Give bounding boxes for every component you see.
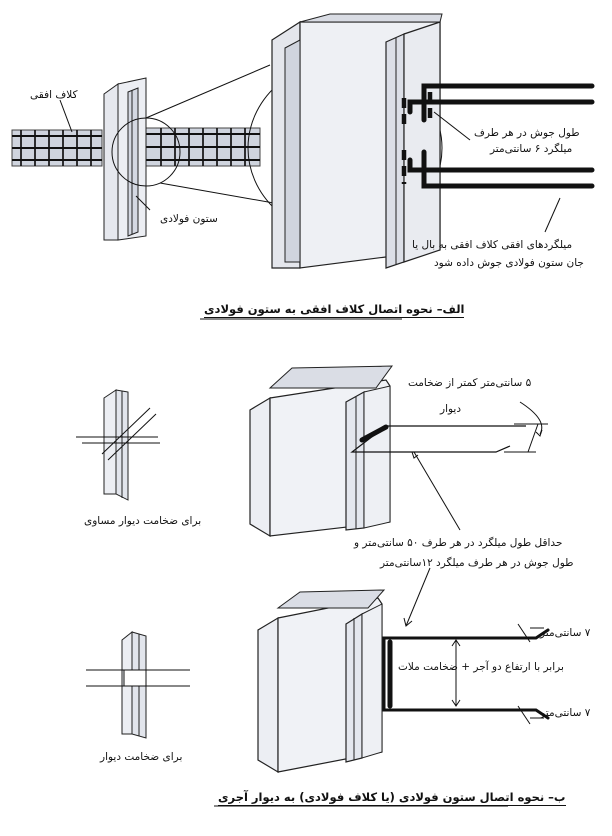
label-min-length-2: طول جوش در هر طرف میلگرد ۱۲سانتی‌متر xyxy=(380,557,574,569)
dim-arrow-b1 xyxy=(519,401,543,453)
label-bars-note-2: جان ستون فولادی جوش داده شود xyxy=(434,257,584,269)
label-horizontal-tie: کلاف افقی xyxy=(30,89,78,101)
tie-beam-left xyxy=(11,129,103,167)
label-weld-length-1: طول جوش در هر طرف xyxy=(474,127,580,139)
label-brick-height: برابر با ارتفاع دو آجر + ضخامت ملات xyxy=(398,661,564,673)
label-wall-thickness: برای ضخامت دیوار xyxy=(100,751,183,763)
z-bar-b1 xyxy=(350,423,548,453)
label-min-length-1: حداقل طول میلگرد در هر طرف ۵۰ سانتی‌متر … xyxy=(354,537,563,549)
equal-wall-lines xyxy=(76,407,160,461)
label-bars-note-1: میلگردهای افقی کلاف افقی به بال یا xyxy=(412,239,573,251)
wall-lines xyxy=(86,669,190,687)
leaders-a xyxy=(59,99,561,233)
caption-section-b: ب– نحوه اتصال ستون فولادی (یا کلاف فولاد… xyxy=(218,790,566,806)
label-five-cm-1: ۵ سانتی‌متر کمتر از ضخامت xyxy=(408,377,532,389)
large-steel-column xyxy=(271,13,443,269)
column-b1 xyxy=(249,365,393,538)
label-weld-length-2: میلگرد ۶ سانتی‌متر xyxy=(490,143,573,155)
label-seven-cm-top: ۷ سانتی‌متر xyxy=(540,627,591,639)
u-bar-b2 xyxy=(382,628,550,720)
small-steel-column xyxy=(103,77,147,241)
label-seven-cm-bottom: ۷ سانتی‌متر xyxy=(540,707,591,719)
label-five-cm-2: دیوار xyxy=(440,403,462,415)
column-b2 xyxy=(257,589,386,774)
zoom-lines xyxy=(145,64,286,206)
label-equal-wall: برای ضخامت دیوار مساوی xyxy=(84,515,202,527)
label-steel-column: ستون فولادی xyxy=(160,213,218,225)
dims-b2 xyxy=(403,567,544,725)
weld-dashes-a xyxy=(401,92,433,184)
weld-bars-a xyxy=(407,83,595,189)
small-column-equal-wall xyxy=(103,389,129,501)
tie-beam-right xyxy=(144,127,261,167)
caption-section-a: الف– نحوه اتصال کلاف افقی به ستون فولادی xyxy=(204,302,465,318)
leaders-b1 xyxy=(411,451,461,531)
